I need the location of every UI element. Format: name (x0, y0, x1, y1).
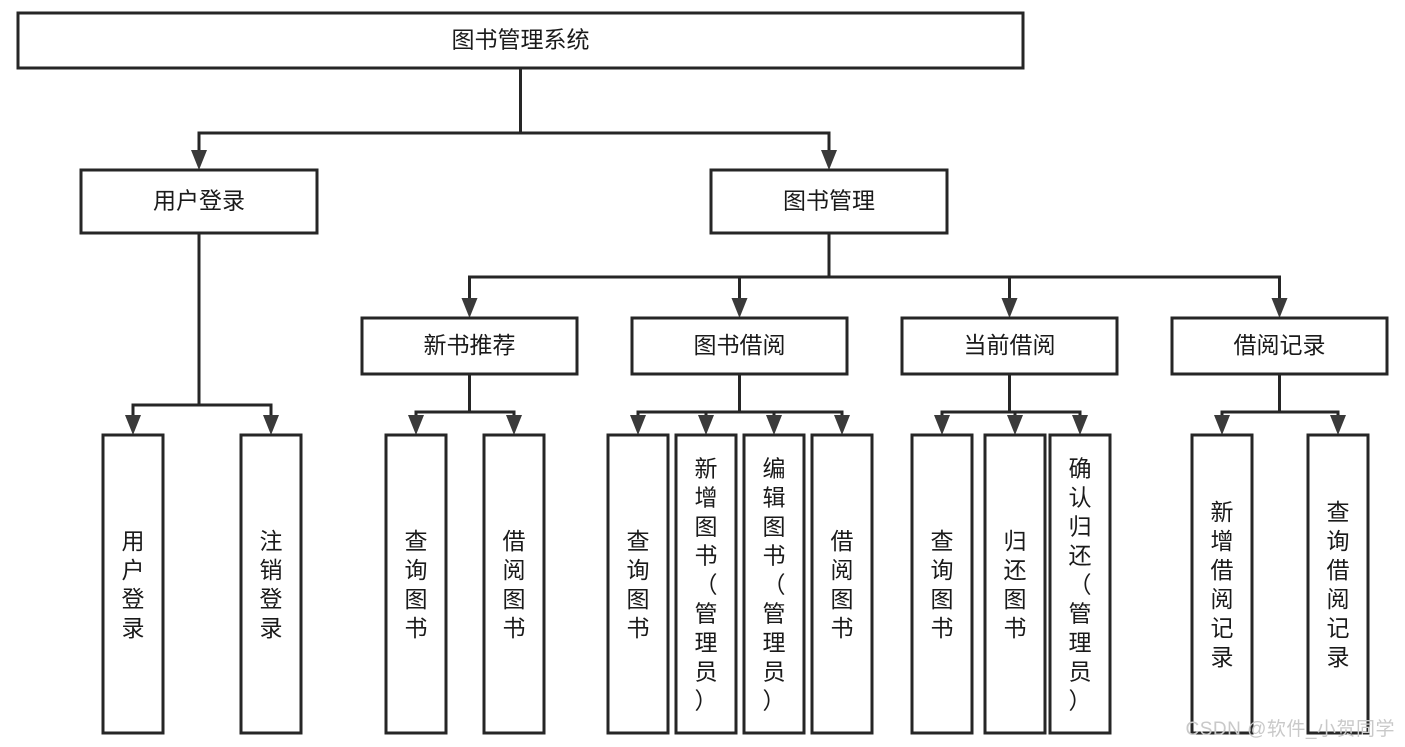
edge-book-borrow-arrow-1 (698, 415, 714, 435)
node-box-borrow-record (1170, 316, 1389, 376)
node-label-leaf-edit-book-admin: 编辑图书（管理员） (763, 456, 786, 714)
node-box-leaf-query-book-current (910, 433, 974, 735)
node-box-leaf-logout (239, 433, 303, 735)
node-label-current-borrow: 当前借阅 (964, 332, 1056, 358)
node-leaf-query-book-recommend[interactable]: 查询图书 (384, 433, 448, 735)
node-leaf-query-book-borrow[interactable]: 查询图书 (606, 433, 670, 735)
node-box-leaf-add-book-admin (674, 433, 738, 735)
csdn-watermark: CSDN @软件_小贺同学 (1185, 719, 1395, 740)
node-label-book-management: 图书管理 (783, 188, 875, 214)
edge-new-book-recommend-arrow-1 (506, 415, 522, 435)
edge-book-management-arrow-0 (461, 298, 478, 318)
edge-root-arrow-1 (821, 150, 837, 170)
edge-current-borrow-arrow-2 (1072, 415, 1088, 435)
node-box-user-login (79, 168, 319, 235)
node-box-root (16, 11, 1025, 70)
edge-current-borrow-arrow-0 (934, 415, 950, 435)
edge-borrow-record-arrow-1 (1330, 415, 1346, 435)
node-box-leaf-borrow-book (810, 433, 874, 735)
node-label-leaf-borrow-book: 借阅图书 (831, 528, 854, 641)
node-box-leaf-user-login (101, 433, 165, 735)
edge-root-arrow-0 (191, 150, 207, 170)
node-label-borrow-record: 借阅记录 (1234, 332, 1326, 358)
node-label-leaf-query-book-recommend: 查询图书 (405, 528, 428, 641)
node-label-leaf-user-login: 用户登录 (122, 528, 145, 641)
edge-book-borrow-arrow-2 (766, 415, 782, 435)
node-box-leaf-confirm-return-admin (1048, 433, 1112, 735)
node-box-leaf-add-borrow-record (1190, 433, 1254, 735)
node-box-leaf-query-borrow-record (1306, 433, 1370, 735)
node-box-leaf-return-book (983, 433, 1047, 735)
node-root[interactable]: 图书管理系统 (16, 11, 1025, 70)
node-borrow-record[interactable]: 借阅记录 (1170, 316, 1389, 376)
node-label-leaf-return-book: 归还图书 (1004, 528, 1027, 641)
node-leaf-user-login[interactable]: 用户登录 (101, 433, 165, 735)
node-box-book-borrow (630, 316, 849, 376)
node-leaf-return-book[interactable]: 归还图书 (983, 433, 1047, 735)
node-box-leaf-edit-book-admin (742, 433, 806, 735)
node-label-leaf-query-book-borrow: 查询图书 (627, 528, 650, 641)
node-leaf-borrow-book[interactable]: 借阅图书 (810, 433, 874, 735)
node-boxes-group: 图书管理系统用户登录图书管理新书推荐图书借阅当前借阅借阅记录用户登录注销登录查询… (16, 11, 1389, 735)
edge-new-book-recommend-arrow-0 (408, 415, 424, 435)
node-label-leaf-query-borrow-record: 查询借阅记录 (1327, 499, 1350, 670)
node-label-new-book-recommend: 新书推荐 (424, 332, 516, 358)
node-leaf-confirm-return-admin[interactable]: 确认归还（管理员） (1048, 433, 1112, 735)
node-leaf-borrow-book-recommend[interactable]: 借阅图书 (482, 433, 546, 735)
node-label-leaf-confirm-return-admin: 确认归还（管理员） (1069, 456, 1092, 714)
edge-book-borrow-arrow-0 (630, 415, 646, 435)
edge-book-management-arrow-3 (1271, 298, 1288, 318)
node-leaf-query-borrow-record[interactable]: 查询借阅记录 (1306, 433, 1370, 735)
node-label-leaf-add-borrow-record: 新增借阅记录 (1211, 499, 1234, 670)
node-label-leaf-logout: 注销登录 (260, 528, 283, 641)
edge-book-borrow-arrow-3 (834, 415, 850, 435)
node-leaf-query-book-current[interactable]: 查询图书 (910, 433, 974, 735)
node-leaf-edit-book-admin[interactable]: 编辑图书（管理员） (742, 433, 806, 735)
node-box-book-management (709, 168, 949, 235)
node-box-leaf-query-book-recommend (384, 433, 448, 735)
node-label-root: 图书管理系统 (452, 27, 590, 53)
edge-current-borrow-arrow-1 (1007, 415, 1023, 435)
edge-book-management-arrow-2 (1001, 298, 1018, 318)
node-label-leaf-add-book-admin: 新增图书（管理员） (695, 456, 718, 714)
node-leaf-add-book-admin[interactable]: 新增图书（管理员） (674, 433, 738, 735)
node-box-leaf-borrow-book-recommend (482, 433, 546, 735)
edge-book-management-arrow-1 (731, 298, 748, 318)
node-leaf-add-borrow-record[interactable]: 新增借阅记录 (1190, 433, 1254, 735)
node-leaf-logout[interactable]: 注销登录 (239, 433, 303, 735)
node-label-leaf-borrow-book-recommend: 借阅图书 (503, 528, 526, 641)
connector-lines-group (125, 66, 1346, 435)
edge-user-login-arrow-0 (125, 415, 141, 435)
node-label-book-borrow: 图书借阅 (694, 332, 786, 358)
node-book-borrow[interactable]: 图书借阅 (630, 316, 849, 376)
edge-user-login-arrow-1 (263, 415, 279, 435)
node-book-management[interactable]: 图书管理 (709, 168, 949, 235)
node-current-borrow[interactable]: 当前借阅 (900, 316, 1119, 376)
node-label-leaf-query-book-current: 查询图书 (931, 528, 954, 641)
node-user-login[interactable]: 用户登录 (79, 168, 319, 235)
node-box-current-borrow (900, 316, 1119, 376)
node-box-leaf-query-book-borrow (606, 433, 670, 735)
node-label-user-login: 用户登录 (153, 188, 245, 214)
node-box-new-book-recommend (360, 316, 579, 376)
node-new-book-recommend[interactable]: 新书推荐 (360, 316, 579, 376)
edge-borrow-record-arrow-0 (1214, 415, 1230, 435)
